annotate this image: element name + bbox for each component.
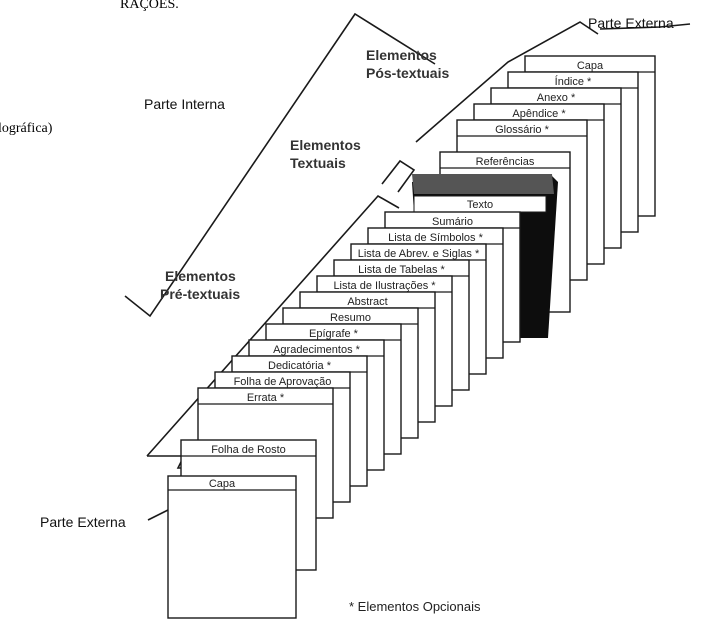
external-bottom-label: Parte Externa bbox=[40, 514, 126, 530]
sheet-label-post-textual-1: Glossário * bbox=[495, 124, 550, 136]
post-textual-bracket bbox=[415, 21, 599, 143]
textual-label-line2: Textuais bbox=[290, 155, 346, 171]
sheet-front-cover: Capa bbox=[167, 475, 297, 619]
sheet-label-pre-textual-1: Errata * bbox=[247, 392, 285, 404]
sheet-label-pre-textual-8: Lista de Ilustrações * bbox=[333, 280, 436, 292]
sheet-label-textual: Texto bbox=[467, 199, 493, 211]
sheet-label-back-cover: Capa bbox=[577, 60, 604, 72]
text-block-top bbox=[412, 174, 554, 194]
sheet-label-pre-textual-12: Sumário bbox=[432, 216, 473, 228]
sheet-label-pre-textual-11: Lista de Símbolos * bbox=[388, 232, 483, 244]
sheet-label-pre-textual-6: Resumo bbox=[330, 312, 371, 324]
sheet-label-post-textual-2: Apêndice * bbox=[512, 108, 566, 120]
sheet-label-pre-textual-9: Lista de Tabelas * bbox=[358, 264, 445, 276]
sheet-label-pre-textual-5: Epígrafe * bbox=[309, 328, 359, 340]
sheet-label-pre-textual-3: Dedicatória * bbox=[268, 360, 332, 372]
external-bottom-leader bbox=[147, 509, 169, 521]
pre-textual-bracket bbox=[146, 194, 400, 457]
sheet-label-front-cover: Capa bbox=[209, 478, 236, 490]
external-top-leader bbox=[599, 23, 691, 30]
sheet-page-front-cover bbox=[167, 475, 297, 619]
textual-bracket-box bbox=[381, 159, 416, 193]
sheet-label-post-textual-4: Índice * bbox=[555, 75, 592, 88]
sheet-label-pre-textual-4: Agradecimentos * bbox=[273, 344, 361, 356]
cut-heading-text: RAÇÕES. bbox=[120, 0, 179, 12]
optional-elements-note: * Elementos Opcionais bbox=[349, 599, 481, 614]
post-textual-label-line2: Pós-textuais bbox=[366, 65, 449, 81]
external-top-label: Parte Externa bbox=[588, 15, 674, 31]
bracket-lines bbox=[124, 12, 691, 521]
textual-label-line1: Elementos bbox=[290, 137, 361, 153]
internal-part-bracket bbox=[124, 12, 436, 318]
sheet-label-pre-textual-10: Lista de Abrev. e Siglas * bbox=[358, 248, 480, 260]
cut-side-text: lográfica) bbox=[0, 121, 53, 136]
sheet-label-post-textual-3: Anexo * bbox=[537, 92, 576, 104]
sheet-label-pre-textual-0: Folha de Rosto bbox=[211, 444, 286, 456]
sheet-label-pre-textual-2: Folha de Aprovação bbox=[234, 376, 332, 388]
sheet-label-post-textual-0: Referências bbox=[476, 156, 535, 168]
sheet-label-pre-textual-7: Abstract bbox=[347, 296, 387, 308]
pre-textual-label-line2: Pré-textuais bbox=[160, 286, 240, 302]
internal-part-label: Parte Interna bbox=[144, 96, 225, 112]
pre-textual-label-line1: Elementos bbox=[165, 268, 236, 284]
post-textual-label-line1: Elementos bbox=[366, 47, 437, 63]
